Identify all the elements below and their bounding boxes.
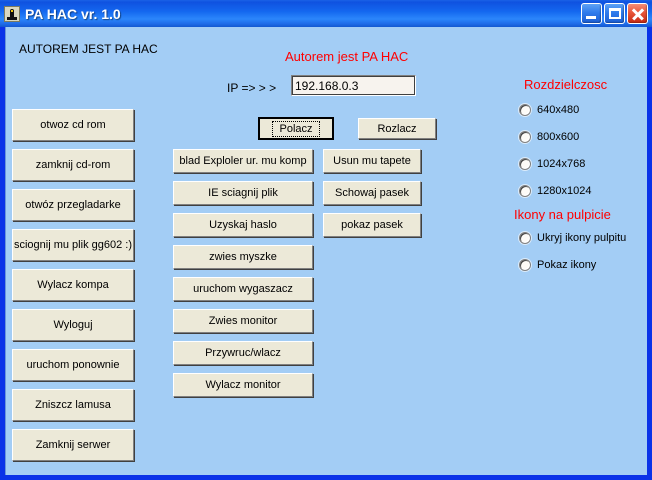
- button-get-password[interactable]: Uzyskaj haslo: [173, 213, 313, 237]
- window-controls: [581, 3, 648, 24]
- radio-icon: [519, 232, 531, 244]
- button-label: Wylacz kompa: [37, 279, 109, 291]
- button-label: sciognij mu plik gg602 :): [13, 239, 132, 251]
- button-shutdown[interactable]: Wylacz kompa: [12, 269, 134, 301]
- button-label: blad Exploler ur. mu komp: [179, 155, 307, 167]
- radio-1280x1024[interactable]: 1280x1024: [519, 185, 591, 197]
- button-label: Wylacz monitor: [205, 379, 281, 391]
- author-label-top-left: AUTOREM JEST PA HAC: [19, 42, 158, 56]
- button-open-browser[interactable]: otwóz przegladarke: [12, 189, 134, 221]
- app-icon: [4, 5, 20, 22]
- radio-label: 800x600: [537, 131, 580, 143]
- button-label: otwoz cd rom: [40, 119, 106, 131]
- radio-label: Pokaz ikony: [537, 259, 597, 271]
- close-icon[interactable]: [627, 3, 648, 24]
- button-label: zamknij cd-rom: [35, 159, 111, 171]
- radio-1024x768[interactable]: 1024x768: [519, 158, 585, 170]
- radio-label: 640x480: [537, 104, 580, 116]
- client-area: AUTOREM JEST PA HAC Autorem jest PA HAC …: [5, 27, 647, 475]
- radio-icon: [519, 259, 531, 271]
- radio-label: 1280x1024: [537, 185, 592, 197]
- radio-icon: [519, 131, 531, 143]
- radio-icon: [519, 104, 531, 116]
- button-label: uruchom ponownie: [26, 359, 120, 371]
- button-label: zwies myszke: [209, 251, 277, 263]
- radio-hide-desktop-icons[interactable]: Ukryj ikony pulpitu: [519, 232, 626, 244]
- button-close-server[interactable]: Zamknij serwer: [12, 429, 134, 461]
- button-destroy[interactable]: Zniszcz lamusa: [12, 389, 134, 421]
- radio-label: 1024x768: [537, 158, 586, 170]
- button-label: Wyloguj: [53, 319, 93, 331]
- button-label: Zamknij serwer: [35, 439, 111, 451]
- button-show-taskbar[interactable]: pokaz pasek: [323, 213, 421, 237]
- connect-button[interactable]: Polacz: [258, 117, 334, 140]
- button-close-cdrom[interactable]: zamknij cd-rom: [12, 149, 134, 181]
- radio-label: Ukryj ikony pulpitu: [537, 232, 627, 244]
- button-label: uruchom wygaszacz: [193, 283, 293, 295]
- button-logout[interactable]: Wyloguj: [12, 309, 134, 341]
- button-open-cdrom[interactable]: otwoz cd rom: [12, 109, 134, 141]
- disconnect-button-label: Rozlacz: [377, 122, 417, 135]
- button-start-screensaver[interactable]: uruchom wygaszacz: [173, 277, 313, 301]
- button-label: Przywruc/wlacz: [205, 347, 281, 359]
- button-label: Schowaj pasek: [335, 187, 409, 199]
- button-hide-taskbar[interactable]: Schowaj pasek: [323, 181, 421, 205]
- desktop-icons-header: Ikony na pulpicie: [514, 207, 611, 222]
- button-monitor-off[interactable]: Wylacz monitor: [173, 373, 313, 397]
- button-label: IE sciagnij plik: [208, 187, 278, 199]
- ip-input[interactable]: 192.168.0.3: [291, 75, 416, 96]
- author-label-red: Autorem jest PA HAC: [285, 49, 409, 64]
- button-ie-download[interactable]: IE sciagnij plik: [173, 181, 313, 205]
- window-title: PA HAC vr. 1.0: [25, 5, 121, 22]
- ip-label: IP => > >: [227, 81, 277, 95]
- radio-icon: [519, 185, 531, 197]
- button-label: Zwies monitor: [208, 315, 278, 327]
- minimize-icon[interactable]: [581, 3, 602, 24]
- connect-button-label: Polacz: [272, 120, 320, 137]
- maximize-icon[interactable]: [604, 3, 625, 24]
- resolution-header: Rozdzielczosc: [524, 77, 608, 92]
- radio-icon: [519, 158, 531, 170]
- button-label: Zniszcz lamusa: [35, 399, 111, 411]
- button-freeze-monitor[interactable]: Zwies monitor: [173, 309, 313, 333]
- radio-800x600[interactable]: 800x600: [519, 131, 579, 143]
- button-explorer-error[interactable]: blad Exploler ur. mu komp: [173, 149, 313, 173]
- button-remove-wallpaper[interactable]: Usun mu tapete: [323, 149, 421, 173]
- button-label: pokaz pasek: [341, 219, 403, 231]
- button-label: otwóz przegladarke: [25, 199, 121, 211]
- radio-show-desktop-icons[interactable]: Pokaz ikony: [519, 259, 596, 271]
- button-label: Uzyskaj haslo: [209, 219, 277, 231]
- button-restore-monitor[interactable]: Przywruc/wlacz: [173, 341, 313, 365]
- title-bar[interactable]: PA HAC vr. 1.0: [0, 0, 652, 27]
- button-restart[interactable]: uruchom ponownie: [12, 349, 134, 381]
- disconnect-button[interactable]: Rozlacz: [358, 118, 436, 139]
- button-label: Usun mu tapete: [333, 155, 411, 167]
- button-download-gg602[interactable]: sciognij mu plik gg602 :): [12, 229, 134, 261]
- button-freeze-mouse[interactable]: zwies myszke: [173, 245, 313, 269]
- radio-640x480[interactable]: 640x480: [519, 104, 579, 116]
